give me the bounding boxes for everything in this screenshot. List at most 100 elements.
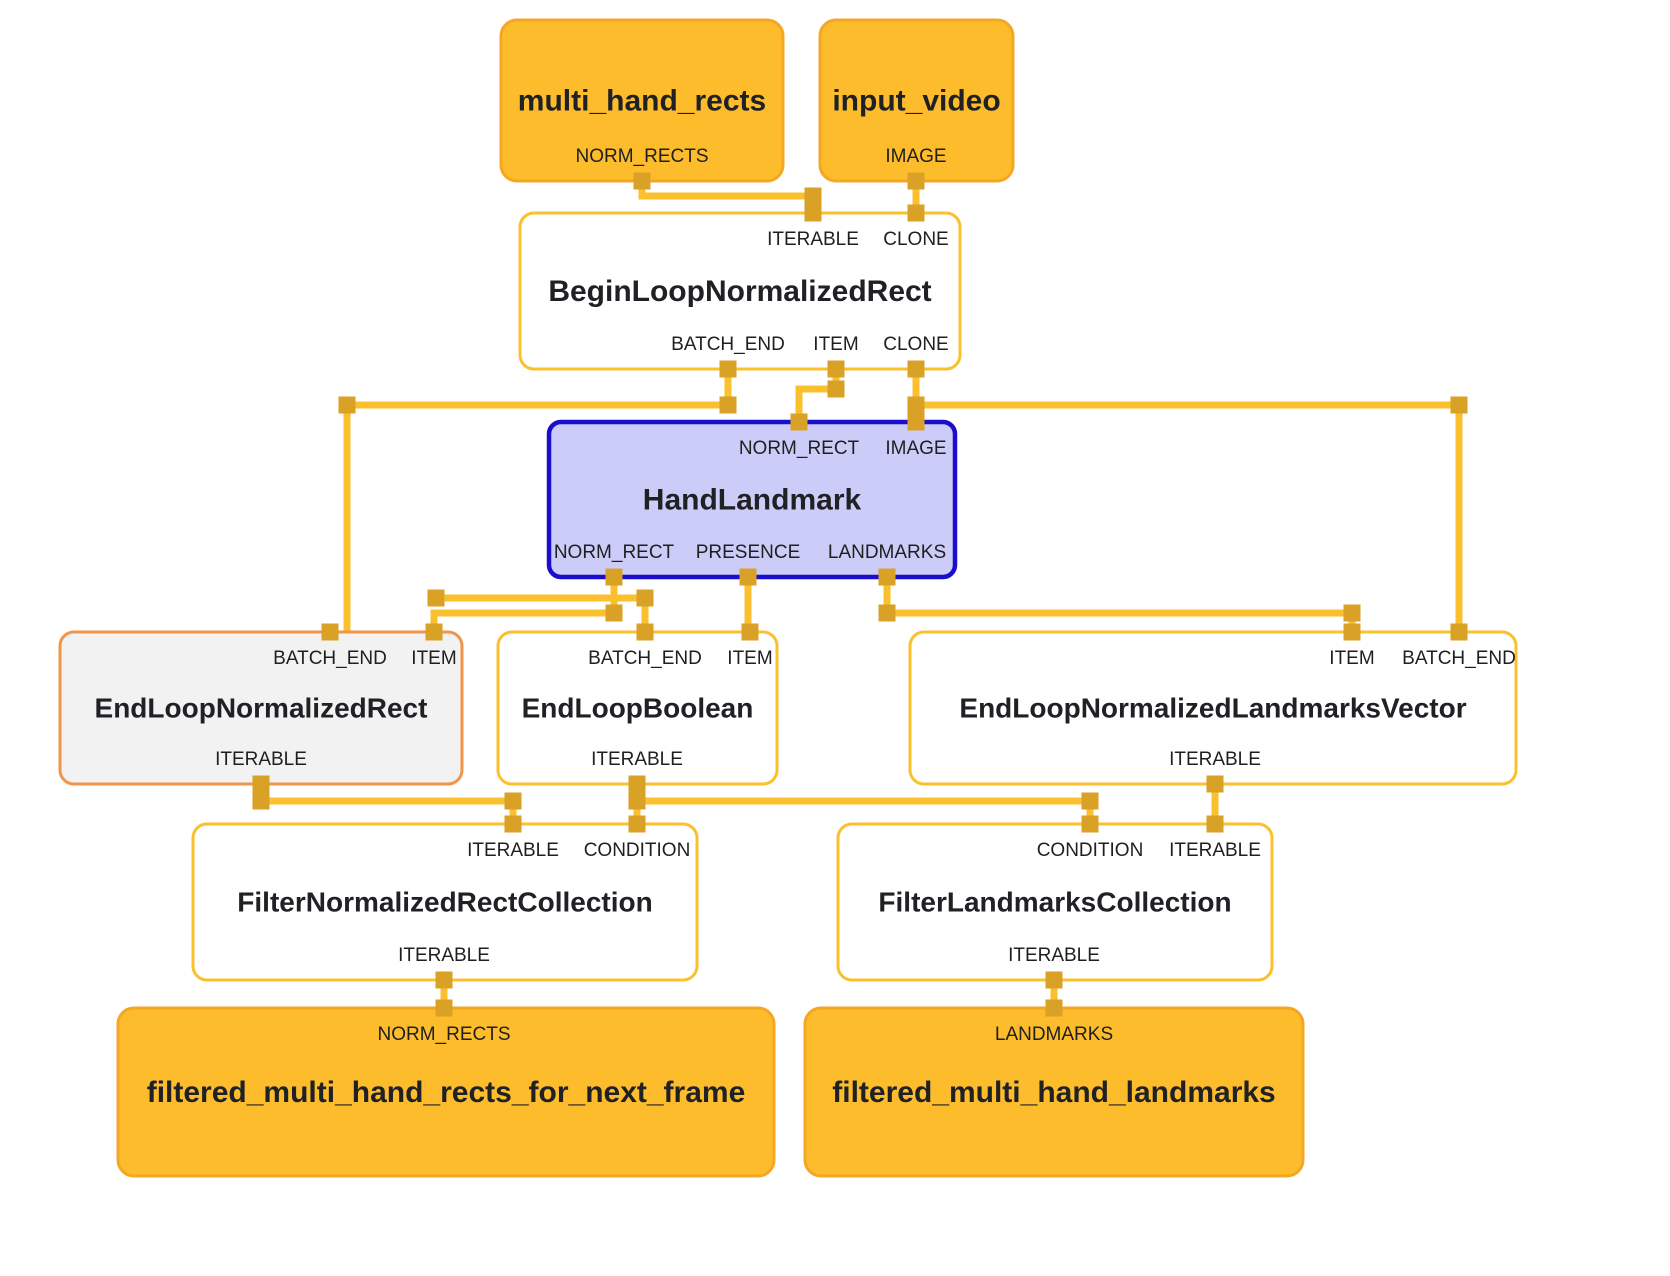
graph-node[interactable]: BeginLoopNormalizedRect ITERABLE CLONE BATC…	[518, 211, 962, 371]
input-port[interactable]	[504, 815, 522, 833]
node-title: input_video	[832, 84, 1000, 117]
graph-node[interactable]: EndLoopNormalizedRect BATCH_END ITEM ITERAB…	[58, 630, 464, 786]
graph-edge	[795, 369, 840, 422]
graph-edge	[916, 401, 1463, 632]
input-port-label: BATCH_END	[273, 648, 387, 669]
input-port[interactable]	[636, 623, 654, 641]
graph-node[interactable]: filtered_multi_hand_landmarks LANDMARKS	[803, 1006, 1305, 1178]
input-port-label: IMAGE	[885, 438, 946, 459]
graph-edge	[883, 577, 1356, 632]
input-port[interactable]	[425, 623, 443, 641]
input-port-label: LANDMARKS	[995, 1024, 1113, 1045]
node-title: EndLoopNormalizedLandmarksVector	[959, 692, 1466, 723]
edge-junction	[878, 604, 896, 622]
output-port-label: NORM_RECT	[554, 542, 675, 563]
input-port[interactable]	[1450, 623, 1468, 641]
input-port-label: CONDITION	[1037, 840, 1144, 861]
node-title: FilterLandmarksCollection	[878, 886, 1231, 917]
input-port[interactable]	[435, 999, 453, 1017]
node-title: BeginLoopNormalizedRect	[548, 275, 931, 308]
edge-junction	[427, 589, 445, 607]
graph-node[interactable]: EndLoopNormalizedLandmarksVector ITEM BATC…	[908, 630, 1518, 786]
input-port[interactable]	[741, 623, 759, 641]
graph-node[interactable]: FilterLandmarksCollection CONDITION ITERAB…	[836, 822, 1274, 982]
edge-junction	[605, 604, 623, 622]
input-port[interactable]	[1343, 623, 1361, 641]
output-port[interactable]	[907, 172, 925, 190]
edge-junction	[628, 792, 646, 810]
output-port-label: ITERABLE	[1169, 749, 1261, 770]
output-port-label: CLONE	[883, 334, 948, 355]
node-title: multi_hand_rects	[518, 84, 766, 117]
graph-edge	[638, 181, 817, 213]
output-port[interactable]	[907, 360, 925, 378]
input-port[interactable]	[1045, 999, 1063, 1017]
output-port[interactable]	[605, 568, 623, 586]
edge-junction	[804, 187, 822, 205]
output-port-label: ITEM	[813, 334, 858, 355]
output-port-label: NORM_RECTS	[575, 146, 708, 167]
output-port[interactable]	[739, 568, 757, 586]
input-port-label: ITERABLE	[467, 840, 559, 861]
input-port-label: ITEM	[1329, 648, 1374, 669]
input-port-label: BATCH_END	[1402, 648, 1516, 669]
input-port[interactable]	[1081, 815, 1099, 833]
edge-junction	[636, 589, 654, 607]
output-port[interactable]	[1206, 775, 1224, 793]
node-title: EndLoopBoolean	[522, 692, 754, 723]
output-port-label: ITERABLE	[1008, 945, 1100, 966]
node-title: HandLandmark	[643, 483, 862, 516]
input-port[interactable]	[907, 204, 925, 222]
input-port[interactable]	[907, 413, 925, 431]
input-port[interactable]	[1206, 815, 1224, 833]
input-port-label: CLONE	[883, 229, 948, 250]
output-port-label: ITERABLE	[398, 945, 490, 966]
input-port[interactable]	[804, 204, 822, 222]
output-port[interactable]	[435, 971, 453, 989]
edge-junction	[1343, 604, 1361, 622]
node-title: filtered_multi_hand_landmarks	[832, 1076, 1275, 1109]
node-title: FilterNormalizedRectCollection	[237, 886, 652, 917]
output-port[interactable]	[1045, 971, 1063, 989]
output-port[interactable]	[878, 568, 896, 586]
input-port[interactable]	[321, 623, 339, 641]
output-port-label: ITERABLE	[215, 749, 307, 770]
input-port[interactable]	[790, 413, 808, 431]
edge-junction	[907, 396, 925, 414]
node-title: filtered_multi_hand_rects_for_next_frame	[147, 1076, 746, 1109]
input-port-label: ITERABLE	[767, 229, 859, 250]
graph-edge	[637, 797, 1094, 824]
graph-node[interactable]: filtered_multi_hand_rects_for_next_frame…	[116, 1006, 776, 1178]
input-port-label: BATCH_END	[588, 648, 702, 669]
edge-junction	[827, 380, 845, 398]
output-port[interactable]	[827, 360, 845, 378]
nodes-layer: multi_hand_rectsNORM_RECTSinput_videoIMA…	[58, 18, 1518, 1178]
edge-junction	[1081, 792, 1099, 810]
input-port-label: NORM_RECT	[739, 438, 860, 459]
output-port-label: BATCH_END	[671, 334, 785, 355]
output-port[interactable]	[252, 775, 270, 793]
output-port[interactable]	[719, 360, 737, 378]
edge-junction	[252, 792, 270, 810]
input-port[interactable]	[628, 815, 646, 833]
input-port-label: ITERABLE	[1169, 840, 1261, 861]
output-port[interactable]	[628, 775, 646, 793]
input-port-label: CONDITION	[584, 840, 691, 861]
node-title: EndLoopNormalizedRect	[95, 692, 428, 723]
edge-junction	[338, 396, 356, 414]
graph-edge	[343, 369, 732, 632]
graph-edge	[257, 784, 517, 824]
input-port-label: ITEM	[411, 648, 456, 669]
input-port-label: NORM_RECTS	[377, 1024, 510, 1045]
output-port[interactable]	[633, 172, 651, 190]
node-body[interactable]	[518, 211, 962, 371]
output-port-label: LANDMARKS	[828, 542, 946, 563]
edge-junction	[1450, 396, 1468, 414]
input-port-label: ITEM	[727, 648, 772, 669]
